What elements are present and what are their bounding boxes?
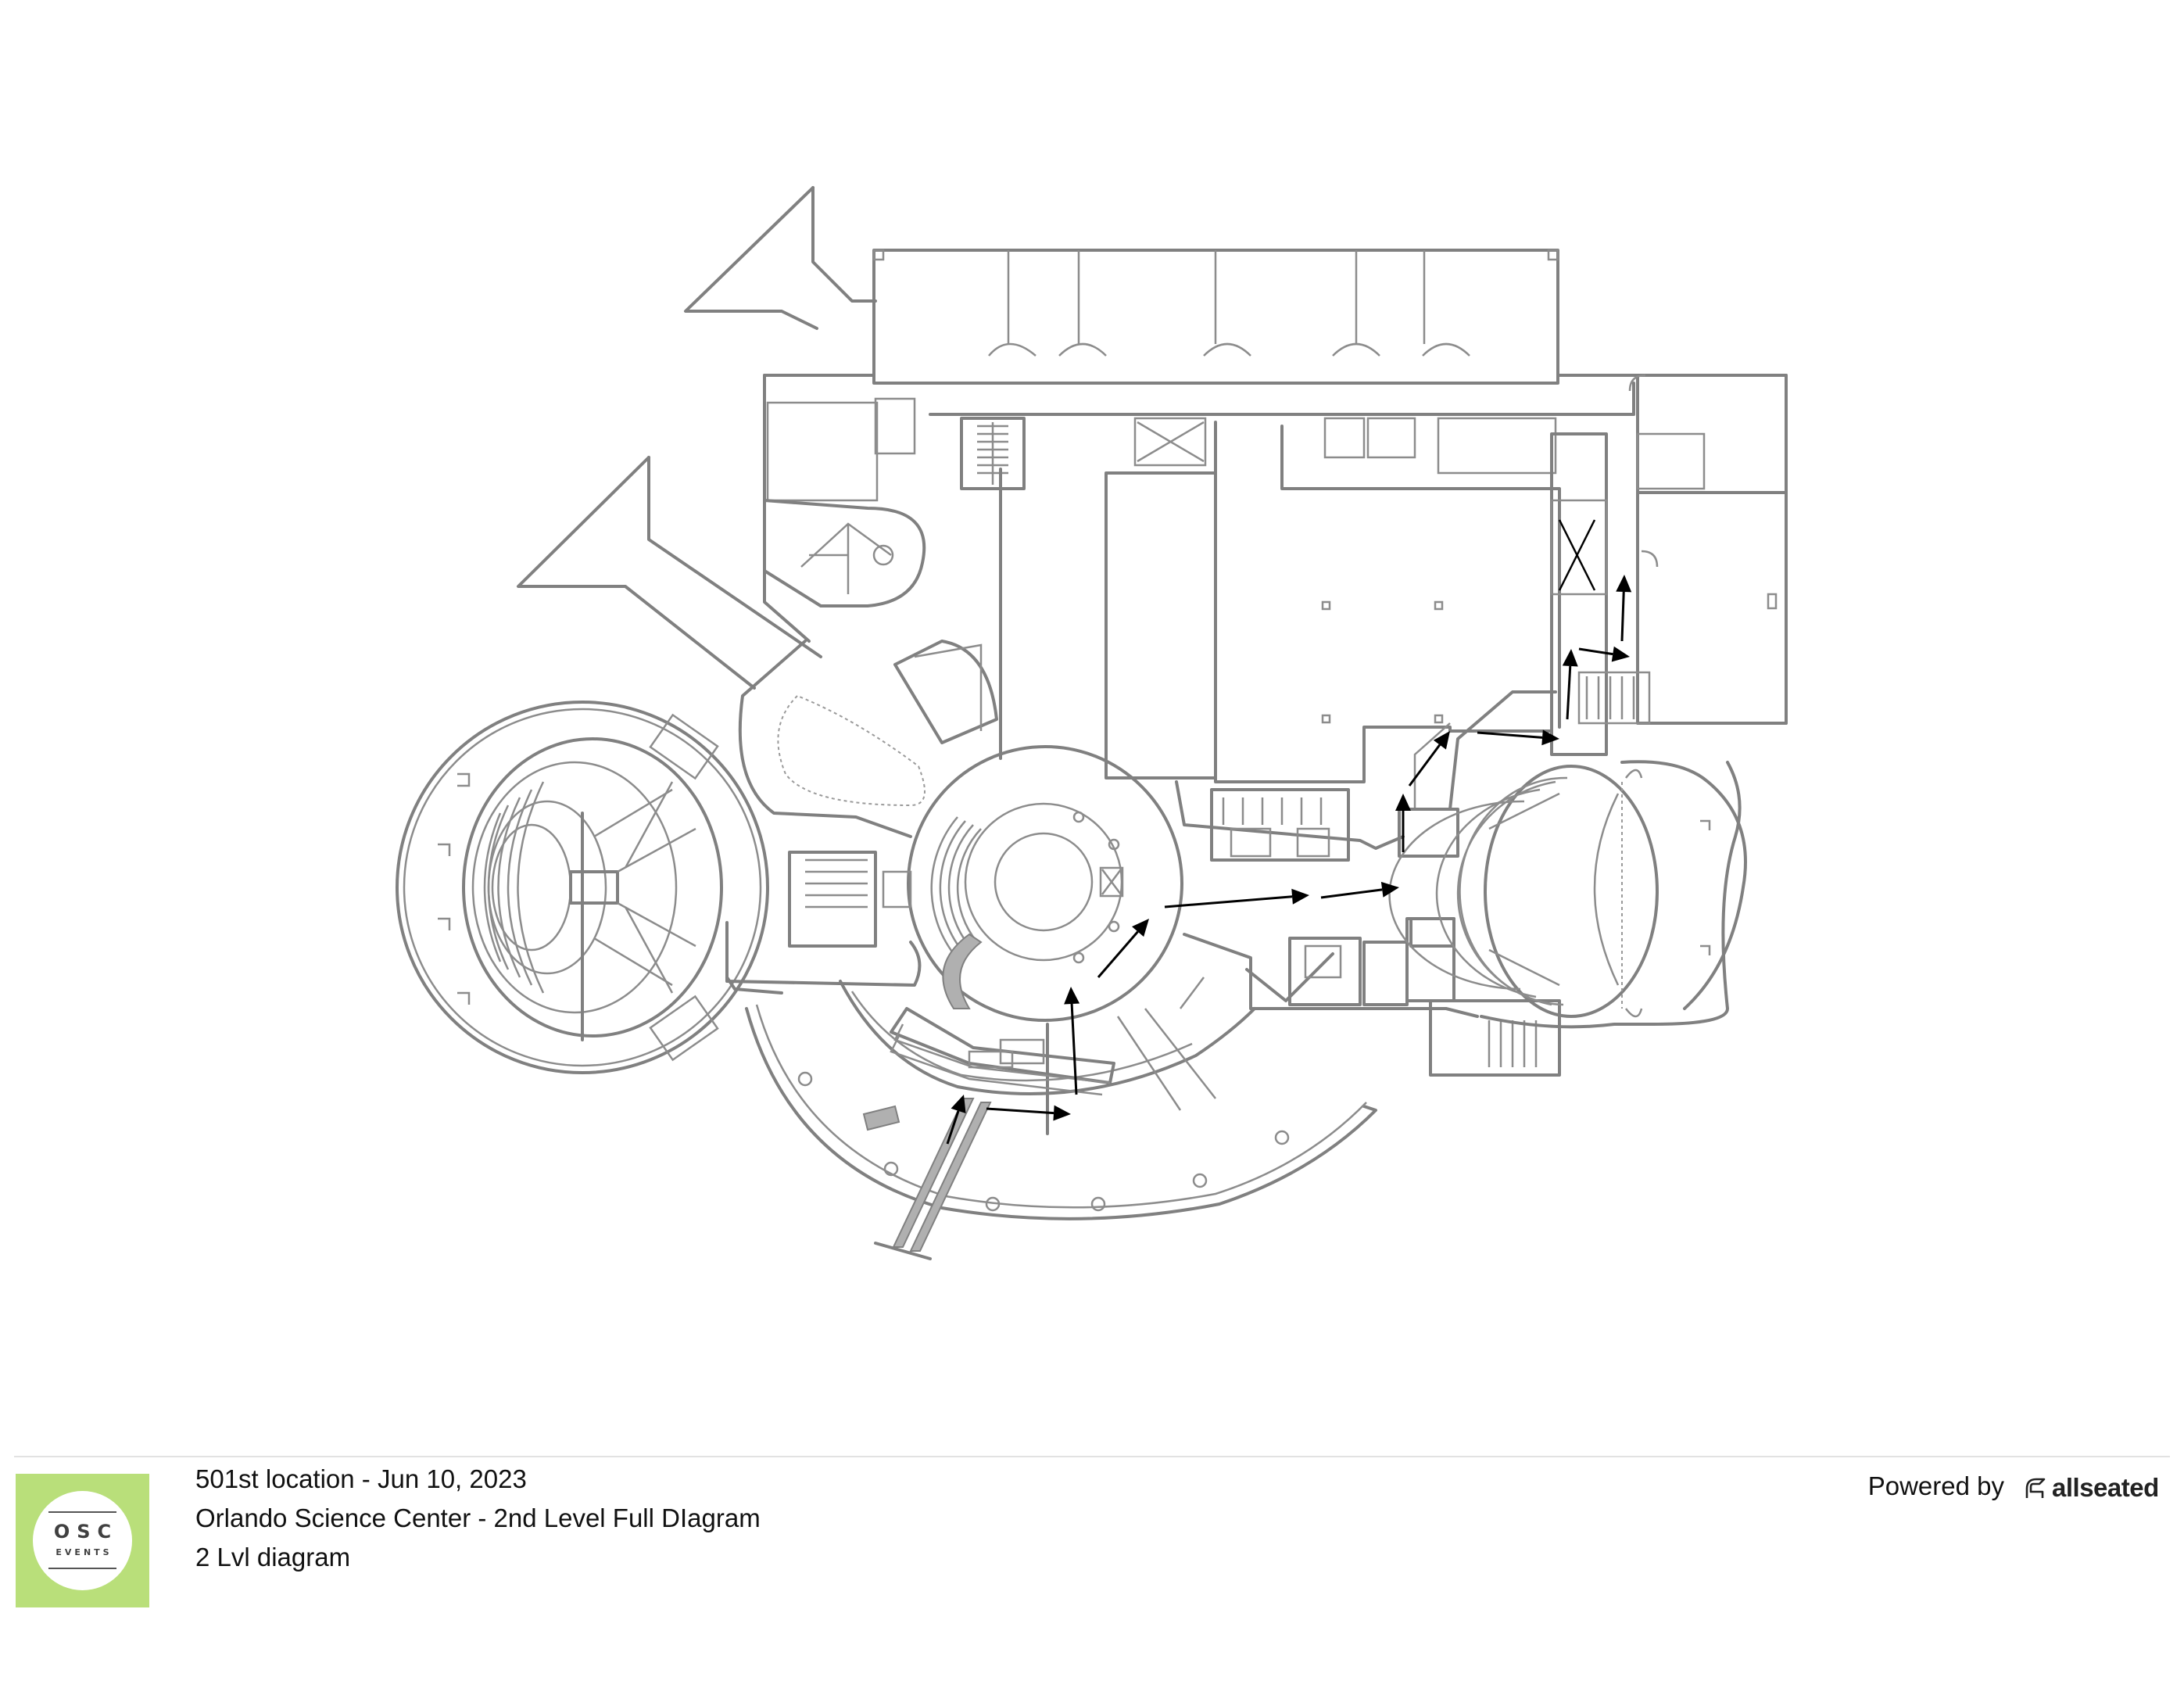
route-arrow-head-2: [1053, 1105, 1071, 1121]
logo-badge: OSC EVENTS: [33, 1491, 132, 1590]
route-arrow-shaft-9: [1477, 731, 1543, 739]
route-arrow-shaft-8: [1408, 744, 1441, 787]
route-arrow-shaft-12: [1620, 591, 1625, 642]
south-crescent: [745, 977, 1377, 1260]
route-arrow-shaft-10: [1566, 665, 1572, 720]
central-rotunda: [907, 745, 1183, 1135]
route-arrow-shaft-4: [1097, 930, 1139, 978]
route-arrow-head-5: [1291, 888, 1309, 905]
logo-rule-bottom: [48, 1568, 116, 1569]
footer-divider: [14, 1456, 2170, 1457]
east-corridor: [1175, 690, 1561, 1077]
logo-main-text: OSC: [53, 1521, 119, 1543]
logo-sub-text: EVENTS: [55, 1547, 113, 1557]
route-arrow-shaft-3: [1070, 1003, 1078, 1095]
route-arrow-head-7: [1395, 794, 1411, 811]
diagram-name: 2 Lvl diagram: [195, 1543, 351, 1572]
east-theater: [1388, 760, 1747, 1029]
route-arrow-shaft-11: [1578, 647, 1613, 656]
west-dome-theater: [396, 701, 769, 1074]
route-arrow-head-3: [1064, 987, 1080, 1005]
osc-events-logo: OSC EVENTS: [16, 1474, 149, 1607]
route-arrow-shaft-5: [1164, 895, 1293, 909]
route-arrow-shaft-6: [1320, 888, 1383, 899]
logo-rule-top: [48, 1511, 116, 1513]
allseated-brand[interactable]: allseated: [2021, 1470, 2169, 1509]
route-arrow-head-12: [1616, 575, 1632, 593]
route-arrow-shaft-2: [986, 1107, 1054, 1115]
north-rooms: [872, 249, 1559, 385]
venue-plan-name: Orlando Science Center - 2nd Level Full …: [195, 1503, 761, 1532]
event-title: 501st location - Jun 10, 2023: [195, 1464, 527, 1493]
route-arrow-head-10: [1562, 649, 1578, 667]
allseated-brand-text: allseated: [2052, 1473, 2159, 1502]
powered-by-label: Powered by: [1867, 1471, 2004, 1500]
route-arrow-head-4: [1132, 919, 1149, 937]
walking-route: [946, 575, 1632, 1145]
route-arrow-head-9: [1541, 729, 1559, 746]
entry-canopies: [517, 186, 877, 690]
route-arrow-head-6: [1380, 881, 1399, 898]
route-arrow-shaft-1: [946, 1110, 960, 1145]
blocked-area-x-mark: [1558, 519, 1596, 591]
west-wing: [725, 640, 998, 995]
route-arrow-head-11: [1611, 646, 1630, 662]
floor-plan: [396, 186, 1788, 1260]
chair-icon: [2025, 1478, 2046, 1498]
route-arrow-head-8: [1433, 731, 1450, 750]
main-building: [763, 374, 1788, 783]
route-arrow-head-1: [951, 1095, 966, 1114]
